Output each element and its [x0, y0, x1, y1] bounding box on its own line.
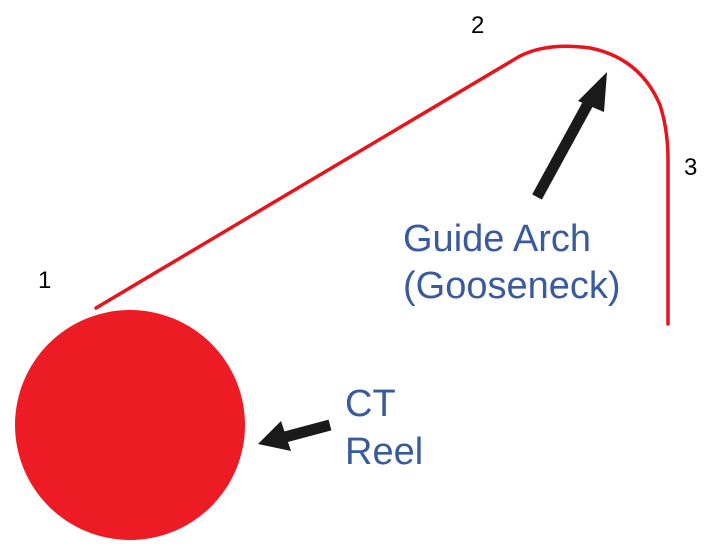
- reel-label-line1: CT: [345, 383, 396, 425]
- ct-reel: [15, 310, 245, 540]
- point-label-3: 3: [684, 154, 697, 181]
- gooseneck-arrow: [532, 72, 607, 200]
- point-label-2: 2: [471, 12, 484, 39]
- point-label-1: 1: [38, 267, 51, 294]
- reel-label-line2: Reel: [345, 431, 423, 473]
- gooseneck-label-line2: (Gooseneck): [403, 265, 621, 307]
- gooseneck-label-line1: Guide Arch: [403, 218, 591, 260]
- reel-arrow: [258, 419, 332, 451]
- tubing-line: [94, 44, 670, 326]
